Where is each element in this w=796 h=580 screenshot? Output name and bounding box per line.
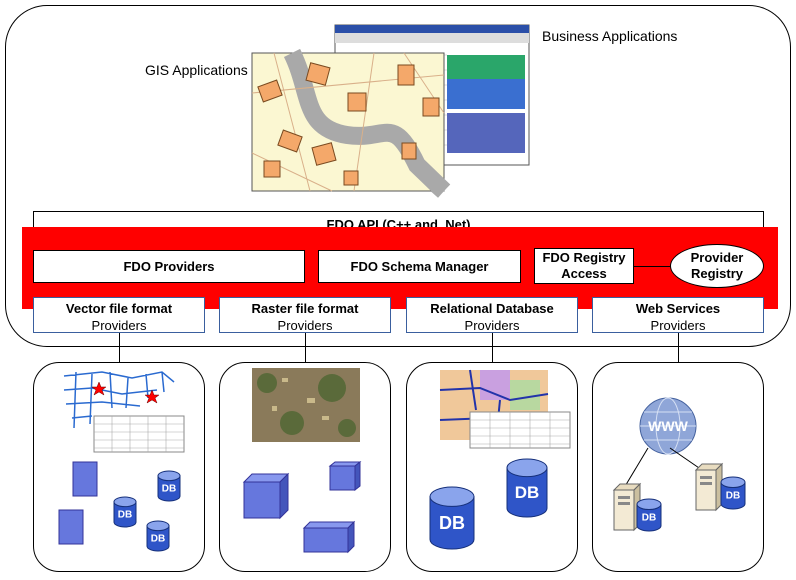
fdo-providers-label: FDO Providers (123, 259, 215, 274)
relational-subtitle: Providers (464, 318, 520, 333)
db-cylinder-icon: DB (429, 486, 475, 550)
vector-connector (119, 333, 120, 363)
fdo-providers-box: FDO Providers (33, 250, 305, 283)
db-cylinder-icon: DB (146, 520, 170, 552)
db-label: DB (439, 513, 465, 533)
web-services-subtitle: Providers (650, 318, 706, 333)
registry-access-line2: Access (561, 266, 607, 281)
raster-subtitle: Providers (277, 318, 333, 333)
fdo-schema-manager-box: FDO Schema Manager (318, 250, 521, 283)
vector-shapes (58, 461, 98, 545)
db-label: DB (151, 533, 165, 544)
db-label: DB (515, 483, 540, 502)
raster-title: Raster file format (251, 301, 359, 316)
vector-providers-box: Vector file format Providers (33, 297, 205, 333)
vector-title: Vector file format (65, 301, 173, 316)
fdo-registry-access-box: FDO Registry Access (534, 248, 634, 284)
db-cylinder-icon: DB (720, 476, 746, 510)
db-cylinder-icon: DB (113, 496, 137, 528)
server-left (612, 482, 642, 532)
db-cylinder-icon: DB (506, 458, 548, 518)
registry-connector-line (634, 266, 670, 267)
raster-connector (305, 333, 306, 363)
db-label: DB (726, 491, 740, 502)
web-services-providers-box: Web Services Providers (592, 297, 764, 333)
db-label: DB (642, 513, 656, 524)
business-applications-label: Business Applications (542, 28, 678, 44)
provider-registry-ellipse: Provider Registry (670, 244, 764, 288)
provider-registry-line1: Provider (690, 250, 744, 265)
gis-map-front (251, 48, 451, 198)
db-label: DB (162, 483, 176, 494)
www-text: WWW (648, 418, 688, 434)
relational-title: Relational Database (430, 301, 554, 316)
db-cylinder-icon: DB (636, 498, 662, 532)
gis-applications-label: GIS Applications (145, 62, 248, 78)
fdo-schema-manager-label: FDO Schema Manager (350, 259, 489, 274)
raster-providers-box: Raster file format Providers (219, 297, 391, 333)
web-services-store-box (592, 362, 764, 572)
relational-map-image (439, 369, 571, 449)
provider-registry-line2: Registry (690, 266, 744, 281)
aerial-photo-image (252, 368, 360, 442)
web-services-connector (678, 333, 679, 363)
web-services-title: Web Services (635, 301, 721, 316)
web-connector-lines (623, 447, 703, 489)
relational-providers-box: Relational Database Providers (406, 297, 578, 333)
relational-connector (492, 333, 493, 363)
db-cylinder-icon: DB (157, 470, 181, 502)
vector-subtitle: Providers (91, 318, 147, 333)
db-label: DB (118, 509, 132, 520)
raster-cubes (242, 460, 362, 554)
www-globe-icon: WWW (639, 397, 697, 455)
vector-map-image (63, 371, 185, 453)
vector-store-box (33, 362, 205, 572)
registry-access-line1: FDO Registry (542, 250, 626, 265)
